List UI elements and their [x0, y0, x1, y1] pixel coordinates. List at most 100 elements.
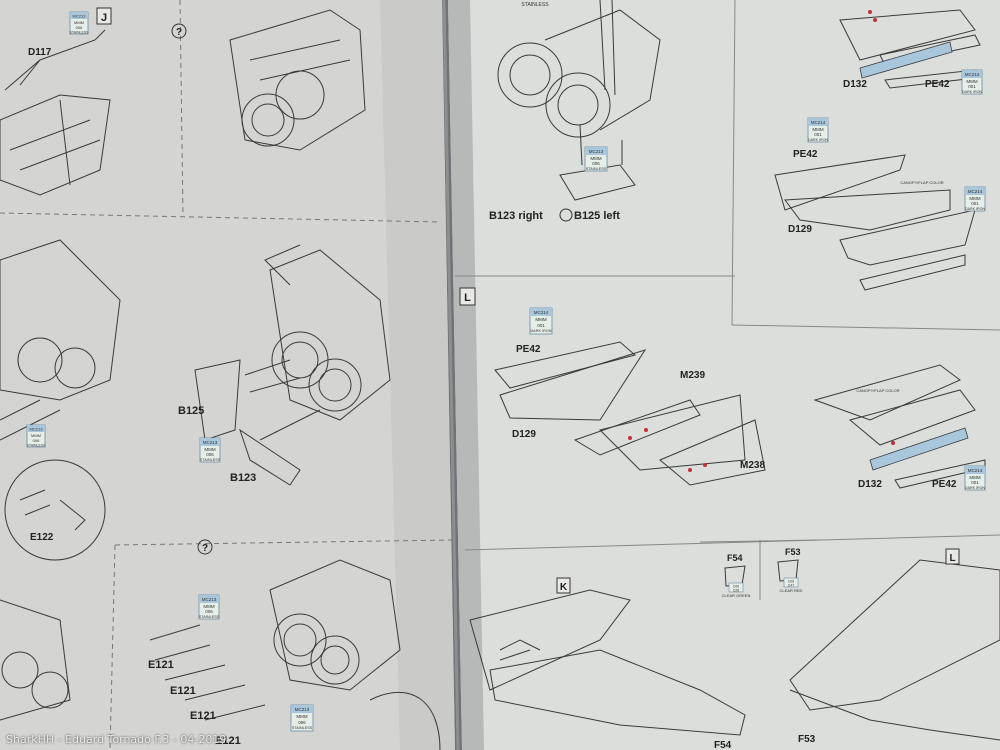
part-label: E121 — [190, 710, 216, 722]
svg-text:STAINLESS: STAINLESS — [70, 31, 90, 35]
svg-text:006: 006 — [33, 438, 40, 443]
svg-text:C28: C28 — [733, 589, 739, 593]
paint-box-dark-iron-2: MC214 MMM 001 DARK IRON — [807, 117, 829, 143]
part-label: B123 — [230, 472, 256, 484]
svg-text:L: L — [949, 553, 955, 564]
svg-text:006: 006 — [206, 452, 214, 457]
spine — [442, 0, 460, 750]
svg-text:MC213: MC213 — [30, 427, 44, 432]
stainless-note: STAINLESS — [521, 2, 549, 8]
svg-text:STAINLESS: STAINLESS — [27, 444, 47, 448]
svg-text:MC213: MC213 — [295, 707, 310, 712]
svg-text:MMM: MMM — [966, 79, 977, 84]
svg-text:001: 001 — [971, 480, 979, 485]
svg-text:MC213: MC213 — [589, 149, 604, 154]
svg-text:STAINLESS: STAINLESS — [586, 167, 607, 171]
svg-text:006: 006 — [592, 161, 600, 166]
part-label: D132 — [843, 79, 867, 90]
svg-text:MMM: MMM — [969, 475, 980, 480]
watermark: SharkHH - Eduard Tornado F.3 - 04-2019 — [6, 733, 227, 746]
canopy-color-note: CANOPY/FLAP COLOR — [900, 180, 943, 185]
part-label: E121 — [170, 685, 196, 697]
part-label: M238 — [740, 460, 765, 471]
svg-text:?: ? — [176, 27, 182, 38]
step-marker-l-small: L — [945, 548, 960, 565]
svg-text:006: 006 — [205, 609, 213, 614]
svg-text:J: J — [101, 12, 107, 24]
svg-text:CLEAR RED: CLEAR RED — [780, 588, 803, 593]
left-page-drawings — [0, 9, 441, 750]
left-page-dividers — [0, 0, 453, 750]
svg-text:001: 001 — [814, 132, 822, 137]
part-label: D117 — [28, 47, 52, 58]
part-label: F54 — [714, 740, 732, 750]
svg-text:L: L — [464, 292, 471, 304]
step-marker-j: J — [96, 7, 112, 25]
part-label: D129 — [788, 224, 812, 235]
part-label: PE42 — [516, 344, 541, 355]
svg-text:006: 006 — [76, 25, 83, 30]
svg-text:MC214: MC214 — [968, 468, 983, 473]
svg-text:MMM: MMM — [969, 196, 980, 201]
svg-text:MMM: MMM — [296, 714, 307, 719]
svg-text:MMM: MMM — [812, 127, 823, 132]
svg-text:?: ? — [202, 543, 208, 554]
part-label: D132 — [858, 479, 882, 490]
svg-text:C06: C06 — [788, 580, 794, 584]
svg-text:STAINLESS: STAINLESS — [292, 726, 313, 730]
svg-text:006: 006 — [298, 720, 306, 725]
svg-text:MMM: MMM — [74, 20, 84, 25]
svg-text:C06: C06 — [733, 585, 739, 589]
help-icon: ? — [197, 539, 213, 555]
paint-box-stainless-3: MC213 MMM 006 STAINLESS — [199, 437, 221, 463]
svg-text:MC213: MC213 — [73, 14, 87, 19]
paint-box-clear-green: C06 C28 CLEAR GREEN — [722, 582, 751, 598]
step-marker-l-top: L — [459, 287, 476, 306]
svg-text:MMM: MMM — [590, 156, 601, 161]
paint-box-stainless-4: MC213 MMM 006 STAINLESS — [198, 594, 220, 620]
svg-text:MC214: MC214 — [811, 120, 826, 125]
svg-text:DARK IRON: DARK IRON — [962, 90, 982, 94]
photo-etch-highlights — [628, 10, 969, 472]
svg-text:001: 001 — [971, 201, 979, 206]
paint-box-clear-red: C06 C47 CLEAR RED — [780, 577, 803, 593]
svg-text:MMM: MMM — [535, 317, 546, 322]
svg-text:MMM: MMM — [31, 433, 41, 438]
svg-text:MC214: MC214 — [534, 310, 549, 315]
svg-text:STAINLESS: STAINLESS — [199, 615, 220, 619]
svg-text:MMM: MMM — [203, 604, 214, 609]
svg-text:001: 001 — [537, 323, 545, 328]
right-page-drawings — [469, 0, 1000, 741]
svg-text:DARK IRON: DARK IRON — [965, 207, 985, 211]
part-label: F53 — [785, 547, 801, 557]
svg-text:CLEAR GREEN: CLEAR GREEN — [722, 593, 751, 598]
part-label: PE42 — [932, 479, 957, 490]
part-label: E121 — [148, 659, 174, 671]
part-label: B125 — [178, 405, 204, 417]
part-label: E122 — [30, 532, 54, 543]
part-labels: D117 B125 B123 E122 E121 E121 E121 E121 … — [28, 47, 957, 750]
part-label: PE42 — [925, 79, 950, 90]
canopy-color-note: CANOPY/FLAP COLOR — [856, 388, 899, 393]
paint-box-stainless-5: MC213 MMM 006 STAINLESS — [290, 704, 314, 732]
paint-box-stainless-2: MC213 MMM 006 STAINLESS — [27, 424, 47, 448]
right-page — [448, 0, 1000, 750]
part-label: F53 — [798, 734, 816, 745]
svg-text:MMM: MMM — [204, 447, 215, 452]
svg-text:MC214: MC214 — [968, 189, 983, 194]
paint-box-stainless-1: MC213 MMM 006 STAINLESS — [70, 11, 90, 35]
part-label: M239 — [680, 370, 705, 381]
part-label: B123 right — [489, 210, 543, 222]
left-page — [0, 0, 455, 750]
svg-text:DARK IRON: DARK IRON — [808, 138, 828, 142]
paint-box-stainless-6: MC213 MMM 006 STAINLESS — [584, 146, 608, 172]
svg-text:001: 001 — [968, 84, 976, 89]
right-page-dividers — [455, 0, 1000, 600]
svg-text:MC214: MC214 — [965, 72, 980, 77]
part-label: E121 — [215, 735, 241, 747]
svg-text:DARK IRON: DARK IRON — [530, 329, 551, 333]
help-icon: ? — [171, 23, 187, 39]
paint-box-dark-iron-1: MC214 MMM 001 DARK IRON — [529, 307, 553, 335]
part-label: PE42 — [793, 149, 818, 160]
